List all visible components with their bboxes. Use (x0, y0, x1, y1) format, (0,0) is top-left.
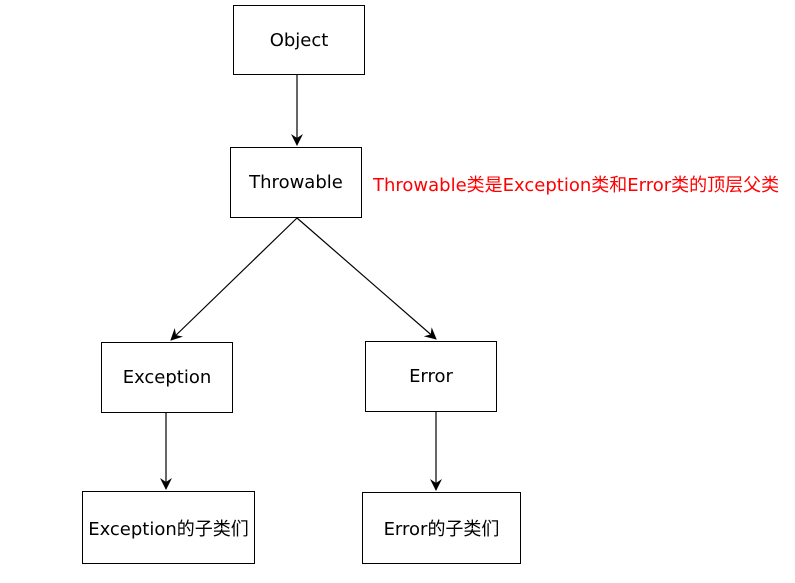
throwable-label: Throwable (249, 172, 343, 193)
error-subclasses-label: Error的子类们 (383, 519, 500, 540)
edge-throwable-exception (170, 217, 298, 341)
object-label: Object (269, 29, 329, 51)
error-subclasses-node: Error的子类们 (362, 492, 521, 564)
exception-subclasses-node: Exception的子类们 (82, 491, 255, 564)
exception-node: Exception (101, 342, 233, 413)
throwable-note: Throwable类是Exception类和Error类的顶层父类 (373, 175, 780, 196)
edge-throwable-error (296, 217, 437, 340)
throwable-node: Throwable (230, 147, 362, 218)
object-node: Object (233, 5, 365, 75)
error-label: Error (409, 366, 453, 387)
exception-label: Exception (122, 367, 212, 388)
error-node: Error (365, 341, 497, 412)
exception-subclasses-label: Exception的子类们 (88, 518, 249, 540)
